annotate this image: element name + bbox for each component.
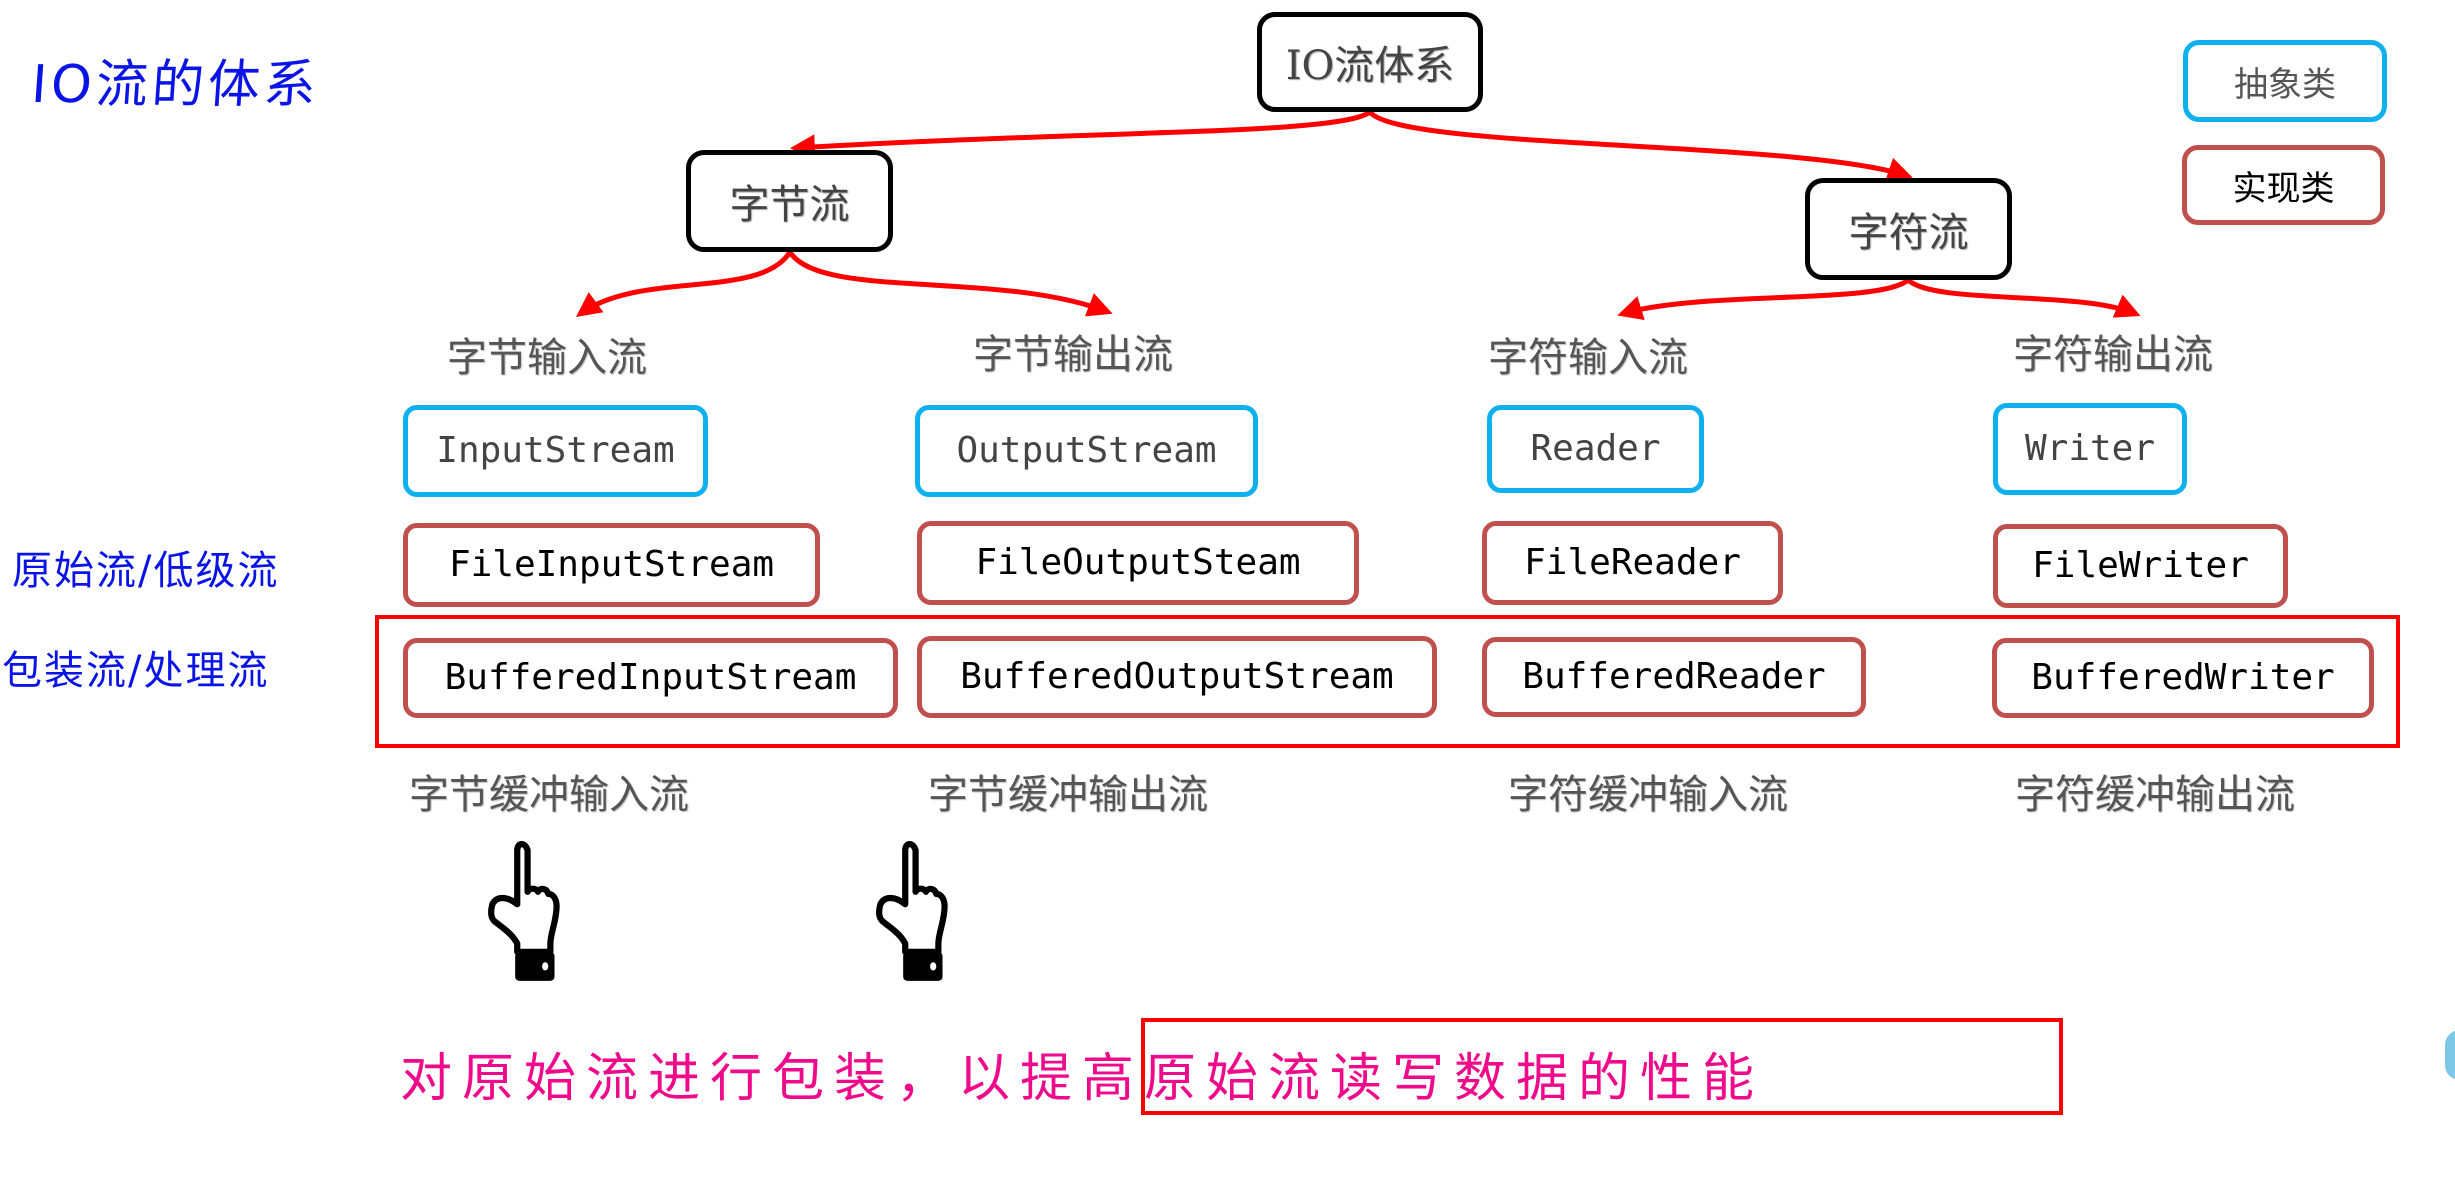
wrapper-row-highlight (375, 615, 2400, 748)
buffered-label-char-input: 字符缓冲输入流 (1508, 772, 1788, 818)
class-bufferedwriter: BufferedWriter (1992, 638, 2374, 718)
edge-widget[interactable] (2445, 1030, 2455, 1080)
row-label-raw-stream: 原始流/低级流 (12, 548, 280, 594)
column-label-char-input: 字符输入流 (1488, 335, 1688, 381)
class-filereader: FileReader (1482, 521, 1783, 605)
byte-stream-node: 字节流 (686, 150, 893, 252)
class-inputstream: InputStream (403, 405, 708, 497)
class-bufferedoutputstream: BufferedOutputStream (917, 636, 1437, 718)
arrow-char-to-output (1906, 277, 2141, 318)
buffered-label-byte-input: 字节缓冲输入流 (409, 772, 689, 818)
column-label-byte-output: 字节输出流 (973, 332, 1173, 378)
class-fileoutputsteam: FileOutputSteam (917, 521, 1359, 605)
buffered-label-char-output: 字符缓冲输出流 (2015, 772, 2295, 818)
pointing-hand-icon (488, 841, 560, 981)
arrow-byte-to-output (787, 250, 1113, 317)
legend-abstract-class: 抽象类 (2183, 40, 2387, 122)
char-stream-node: 字符流 (1805, 178, 2012, 280)
buffered-label-byte-output: 字节缓冲输出流 (928, 772, 1208, 818)
arrow-byte-to-input (575, 250, 793, 317)
class-outputstream: OutputStream (915, 405, 1258, 497)
class-fileinputstream: FileInputStream (403, 523, 820, 607)
root-node: IO流体系 (1257, 12, 1483, 112)
column-label-byte-input: 字节输入流 (447, 335, 647, 381)
class-bufferedreader: BufferedReader (1482, 637, 1866, 717)
arrow-char-to-input (1617, 277, 1910, 321)
row-label-wrapper-stream: 包装流/处理流 (2, 648, 270, 694)
page-title: IO流的体系 (29, 55, 322, 115)
arrow-root-to-char (1368, 110, 1913, 182)
legend-implementation-class: 实现类 (2182, 145, 2385, 225)
class-bufferedinputstream: BufferedInputStream (403, 638, 898, 718)
column-label-char-output: 字符输出流 (2013, 332, 2213, 378)
class-writer: Writer (1993, 403, 2187, 495)
class-reader: Reader (1487, 405, 1704, 493)
arrow-root-to-byte (790, 109, 1372, 160)
pointing-hand-icon (876, 841, 948, 981)
note-highlight (1141, 1018, 2063, 1115)
class-filewriter: FileWriter (1993, 524, 2288, 608)
wrapper-purpose-note: 对原始流进行包装，以提高原始流读写数据的性能 (400, 1049, 1765, 1109)
